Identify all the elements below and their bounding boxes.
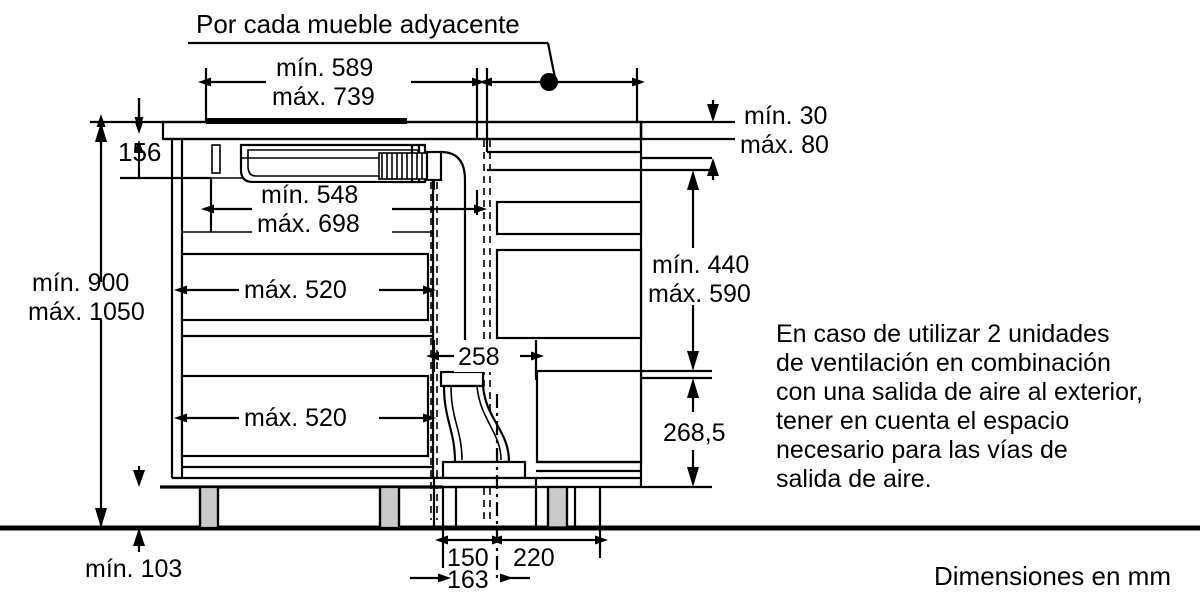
dim-drawer-lower-width: máx. 520 xyxy=(244,404,347,432)
dim-top-width-max: máx. 739 xyxy=(272,83,375,111)
note-line-5: necesario para las vías de xyxy=(776,436,1068,464)
adjacent-cabinet xyxy=(163,120,643,489)
note-line-6: salida de aire. xyxy=(776,465,932,493)
corrugated-connector xyxy=(378,152,428,180)
dim-base-front: 163 xyxy=(447,566,489,594)
dim-base-left: 150 xyxy=(447,544,489,572)
note-line-3: con una salida de aire al exterior, xyxy=(776,378,1143,406)
dim-top-gap: mín. 30 máx. 80 xyxy=(641,100,829,180)
leg-center xyxy=(378,485,401,530)
plinth-legs xyxy=(160,485,602,530)
dim-base-widths: 150 220 163 xyxy=(410,528,608,594)
note-line-4: tener en cuenta el espacio xyxy=(776,407,1069,435)
bracket xyxy=(211,144,221,174)
adjacent-drawer-upper xyxy=(495,200,643,236)
dim-top-width-min: mín. 589 xyxy=(276,54,373,82)
dim-plinth-height: mín. 103 xyxy=(85,555,182,583)
dim-drawer-upper-width: máx. 520 xyxy=(244,276,347,304)
dim-outlet-height: 268,5 xyxy=(641,376,726,489)
dim-drawer-upper-width: máx. 520 xyxy=(174,272,436,305)
dim-cutout-width-max: máx. 698 xyxy=(257,210,360,238)
ventilation-unit xyxy=(239,143,467,190)
leg-right xyxy=(546,485,569,530)
dim-drawer-lower-width: máx. 520 xyxy=(174,400,436,433)
dim-duct-offset: 258 xyxy=(458,343,500,371)
note-line-2: de ventilación en combinación xyxy=(776,349,1111,377)
dim-cabinet-height-max: máx. 590 xyxy=(648,280,751,308)
adjacent-compartment xyxy=(535,369,643,464)
note-paragraph: En caso de utilizar 2 unidades de ventil… xyxy=(776,320,1143,493)
footer-note-text: Dimensiones en mm xyxy=(934,561,1171,591)
dim-cutout-width-min: mín. 548 xyxy=(261,181,358,209)
footer-note: Dimensiones en mm xyxy=(934,561,1171,591)
dim-duct-offset: 258 xyxy=(426,340,544,380)
leg-left xyxy=(198,485,220,530)
dim-outlet-height: 268,5 xyxy=(663,419,726,447)
dim-plinth-height: mín. 103 xyxy=(85,466,182,583)
duct-elbow xyxy=(425,150,443,182)
dim-hood-height: 156 xyxy=(118,137,161,167)
dim-worktop-height-min: mín. 900 xyxy=(32,269,129,297)
dim-top-gap-max: máx. 80 xyxy=(740,131,829,159)
title-note-text: Por cada mueble adyacente xyxy=(196,9,520,39)
dim-cabinet-height: mín. 440 máx. 590 xyxy=(641,168,751,373)
dim-worktop-height-max: máx. 1050 xyxy=(28,298,145,326)
dim-top-width: mín. 589 máx. 739 xyxy=(198,54,645,140)
dim-worktop-height: mín. 900 máx. 1050 xyxy=(28,114,145,528)
note-line-1: En caso de utilizar 2 unidades xyxy=(776,320,1110,348)
outlet-flange xyxy=(441,460,527,480)
dim-cutout-width: mín. 548 máx. 698 xyxy=(201,178,487,239)
dim-base-right: 220 xyxy=(513,544,555,572)
adjacent-drawer-lower xyxy=(495,248,643,340)
dim-cabinet-height-min: mín. 440 xyxy=(652,251,749,279)
dim-top-gap-min: mín. 30 xyxy=(744,102,827,130)
